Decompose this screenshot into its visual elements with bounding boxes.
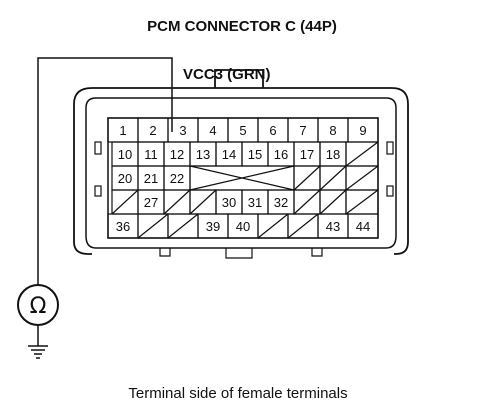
ohm-symbol: Ω [30,294,47,319]
terminal-row-4: 27 30 31 32 [111,189,379,215]
terminal-40: 40 [236,219,250,234]
terminal-13: 13 [196,147,210,162]
ohmmeter-icon: Ω [17,284,59,326]
terminal-12: 12 [170,147,184,162]
diagram-title: PCM CONNECTOR C (44P) [147,18,337,35]
terminal-5: 5 [239,123,246,138]
terminal-11: 11 [144,147,158,162]
connector-housing [73,69,409,259]
terminal-row-1: 1 2 3 4 5 6 7 8 9 [107,117,379,143]
wire-label: VCC3 (GRN) [183,66,271,83]
terminal-44: 44 [356,219,370,234]
test-lead-wire [37,57,173,285]
terminal-15: 15 [248,147,262,162]
terminal-22: 22 [170,171,184,186]
terminal-20: 20 [118,171,132,186]
terminal-row-5: 36 39 40 43 44 [107,213,379,239]
terminal-3: 3 [179,123,186,138]
terminal-6: 6 [269,123,276,138]
terminal-18: 18 [326,147,340,162]
terminal-1: 1 [119,123,126,138]
terminal-4: 4 [209,123,216,138]
terminal-8: 8 [329,123,336,138]
terminal-36: 36 [116,219,130,234]
terminal-39: 39 [206,219,220,234]
ground-icon [28,325,48,359]
terminal-9: 9 [359,123,366,138]
diagram-caption: Terminal side of female terminals [128,385,347,402]
terminal-43: 43 [326,219,340,234]
terminal-32: 32 [274,195,288,210]
terminal-row-3: 20 21 22 [111,165,379,191]
terminal-31: 31 [248,195,262,210]
terminal-17: 17 [300,147,314,162]
terminal-7: 7 [299,123,306,138]
terminal-21: 21 [144,171,158,186]
terminal-16: 16 [274,147,288,162]
terminal-27: 27 [144,195,158,210]
terminal-30: 30 [222,195,236,210]
terminal-2: 2 [149,123,156,138]
terminal-14: 14 [222,147,236,162]
terminal-row-2: 10 11 12 13 14 15 16 17 18 [111,141,379,167]
terminal-10: 10 [118,147,132,162]
terminal-grid: 1 2 3 4 5 6 7 8 9 10 11 12 13 [107,117,379,239]
